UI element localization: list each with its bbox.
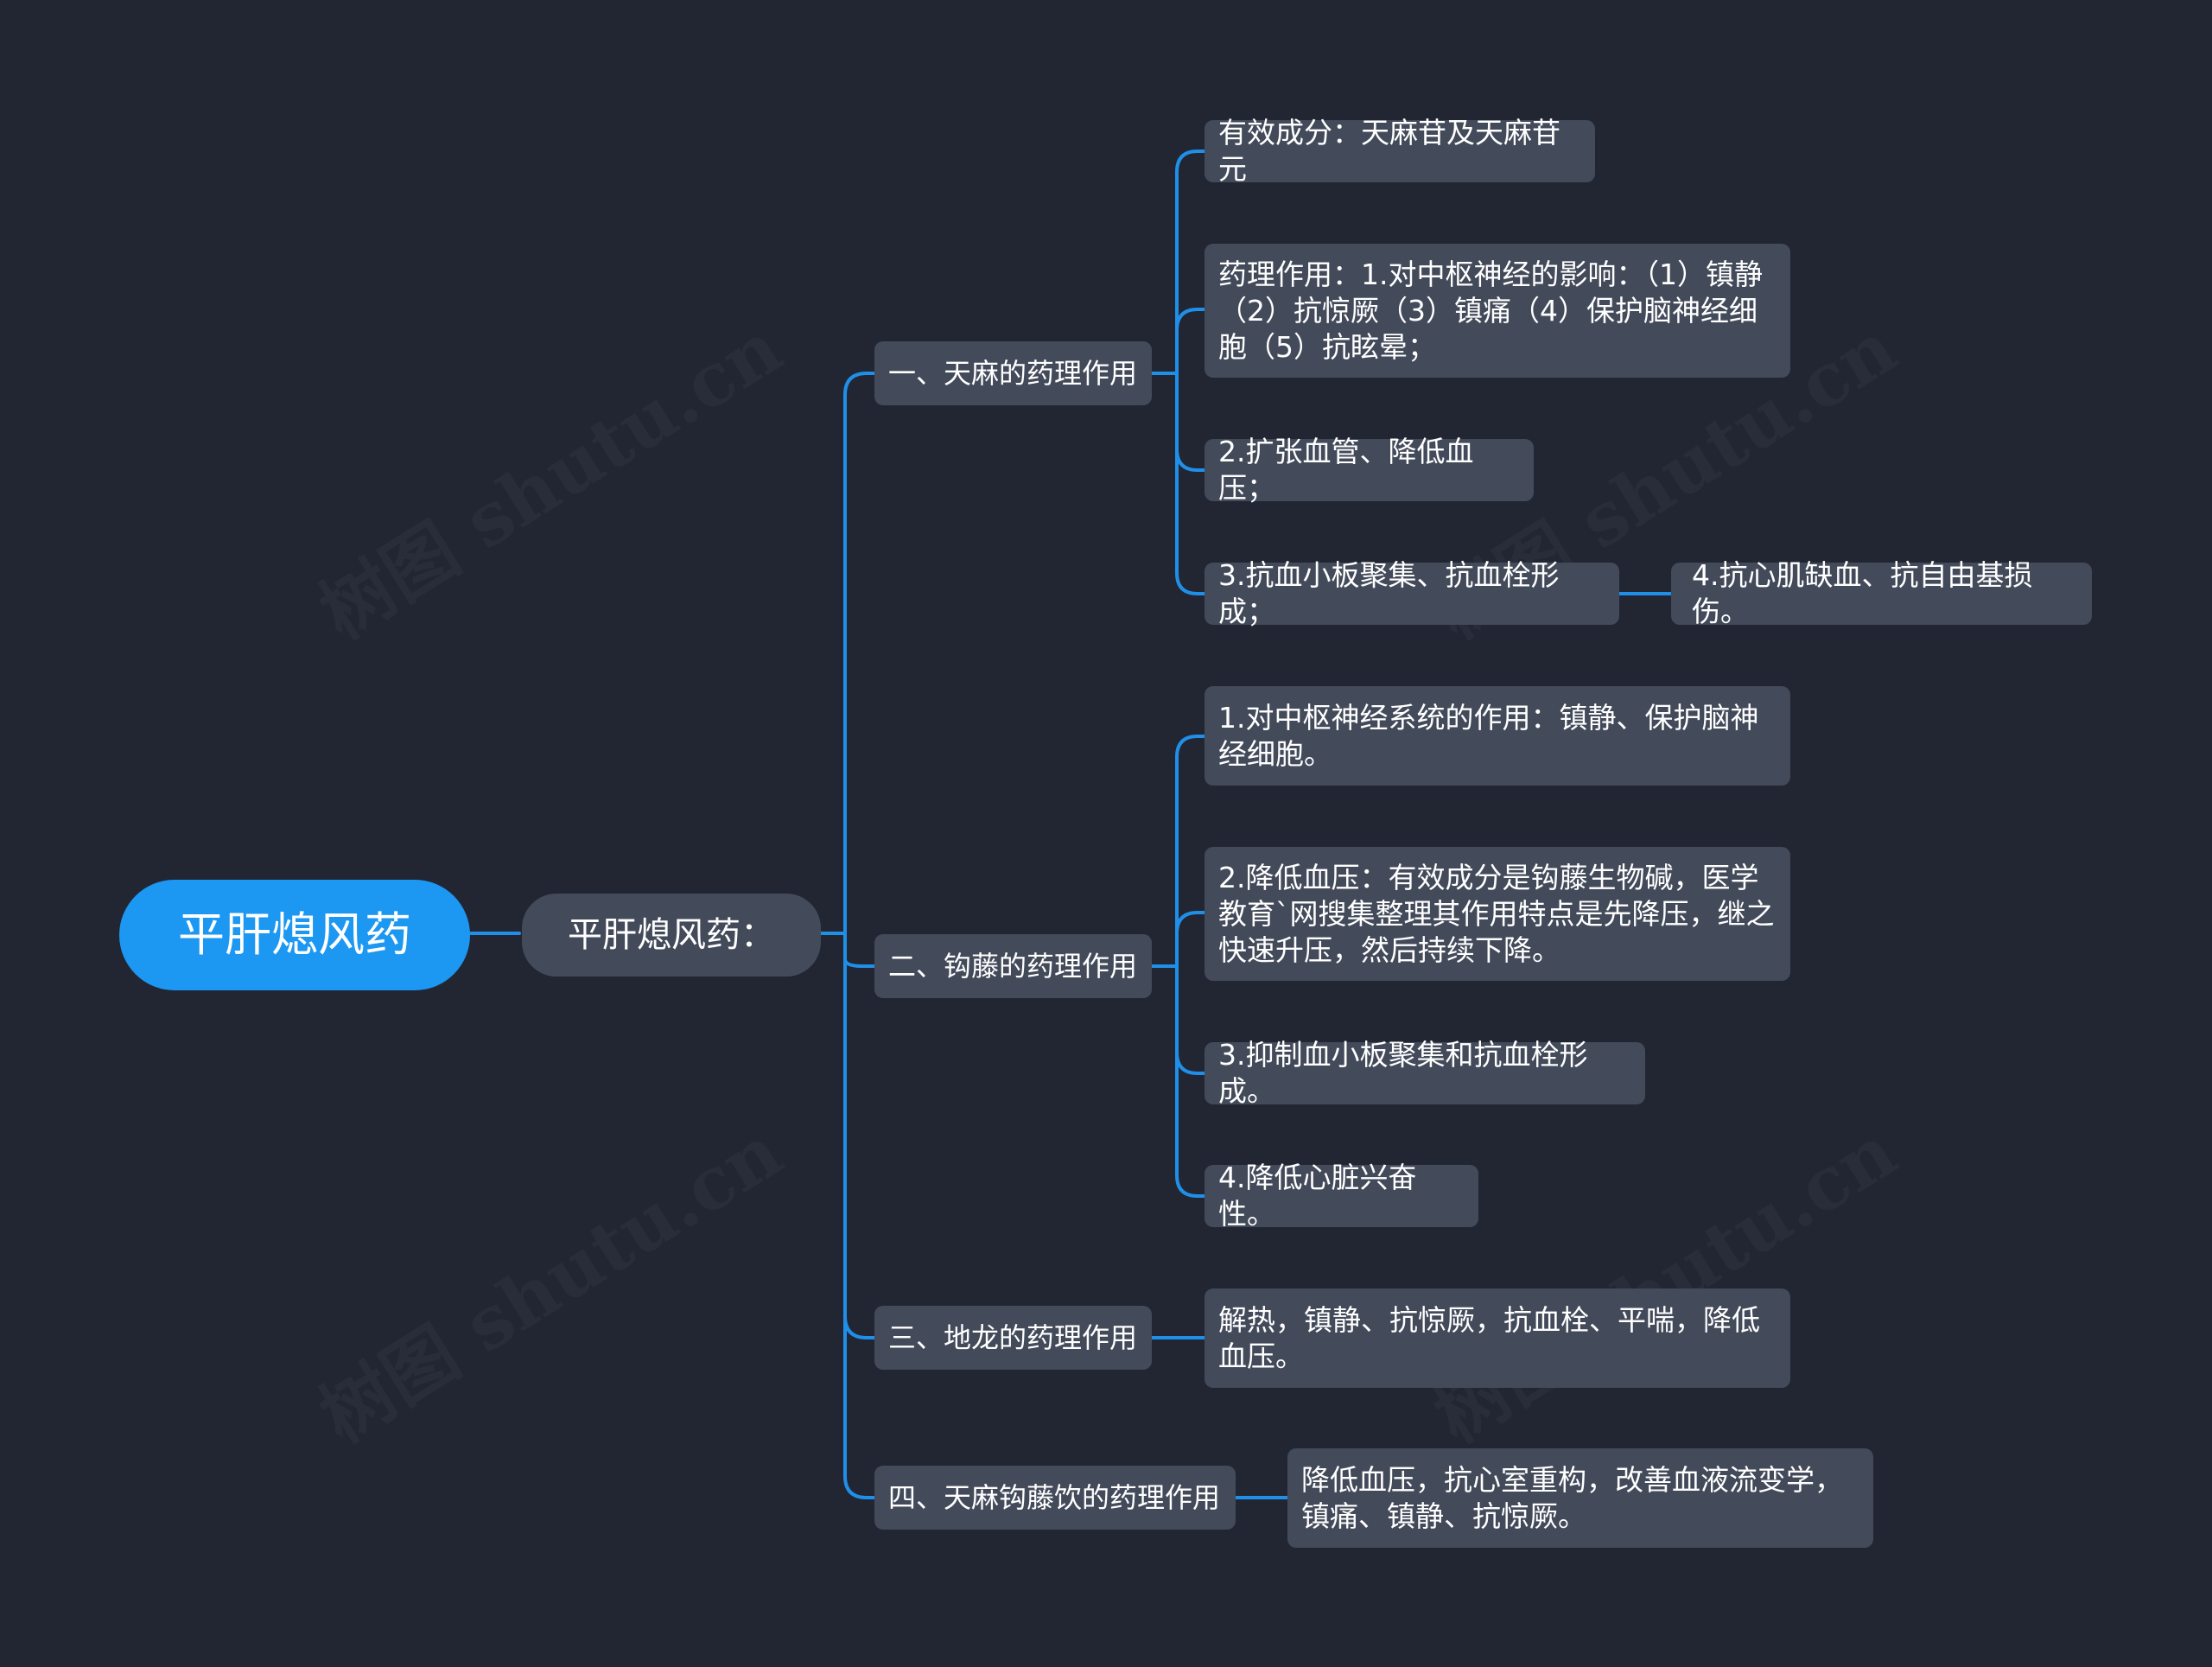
connector bbox=[1175, 735, 1206, 968]
connector bbox=[1175, 911, 1206, 968]
connector bbox=[1175, 308, 1206, 375]
leaf-node[interactable]: 解热，镇静、抗惊厥，抗血栓、平喘，降低血压。 bbox=[1205, 1288, 1790, 1388]
root-node[interactable]: 平肝熄风药 bbox=[119, 880, 470, 990]
leaf-node[interactable]: 药理作用：1.对中枢神经的影响：（1）镇静（2）抗惊厥（3）镇痛（4）保护脑神经… bbox=[1205, 244, 1790, 378]
main-topic-node[interactable]: 平肝熄风药： bbox=[522, 894, 821, 977]
connector bbox=[819, 372, 876, 935]
leaf-node[interactable]: 4.降低心脏兴奋性。 bbox=[1205, 1161, 1478, 1231]
connector bbox=[1175, 372, 1206, 595]
branch-node-tianma-gouteng-yin[interactable]: 四、天麻钩藤饮的药理作用 bbox=[874, 1466, 1236, 1530]
leaf-node[interactable]: 1.对中枢神经系统的作用：镇静、保护脑神经细胞。 bbox=[1205, 686, 1790, 786]
leaf-node[interactable]: 有效成分：天麻苷及天麻苷元 bbox=[1205, 116, 1595, 186]
connector bbox=[843, 932, 876, 968]
leaf-node[interactable]: 2.降低血压：有效成分是钩藤生物碱，医学教育`网搜集整理其作用特点是先降压，继之… bbox=[1205, 847, 1790, 981]
leaf-node[interactable]: 3.抑制血小板聚集和抗血栓形成。 bbox=[1205, 1038, 1645, 1108]
connector bbox=[843, 932, 876, 1499]
leaf-node[interactable]: 4.抗心肌缺血、抗自由基损伤。 bbox=[1671, 558, 2092, 628]
connector bbox=[843, 932, 876, 1339]
connector bbox=[1175, 964, 1206, 1198]
connector bbox=[1175, 372, 1206, 472]
leaf-node[interactable]: 2.扩张血管、降低血压； bbox=[1205, 435, 1534, 505]
branch-node-gouteng[interactable]: 二、钩藤的药理作用 bbox=[874, 934, 1152, 998]
connector bbox=[1175, 964, 1206, 1075]
connector bbox=[1175, 150, 1206, 375]
branch-node-dilong[interactable]: 三、地龙的药理作用 bbox=[874, 1306, 1152, 1370]
leaf-node[interactable]: 3.抗血小板聚集、抗血栓形成； bbox=[1205, 558, 1619, 628]
leaf-node[interactable]: 降低血压，抗心室重构，改善血液流变学，镇痛、镇静、抗惊厥。 bbox=[1287, 1448, 1873, 1548]
branch-node-tianma[interactable]: 一、天麻的药理作用 bbox=[874, 341, 1152, 405]
